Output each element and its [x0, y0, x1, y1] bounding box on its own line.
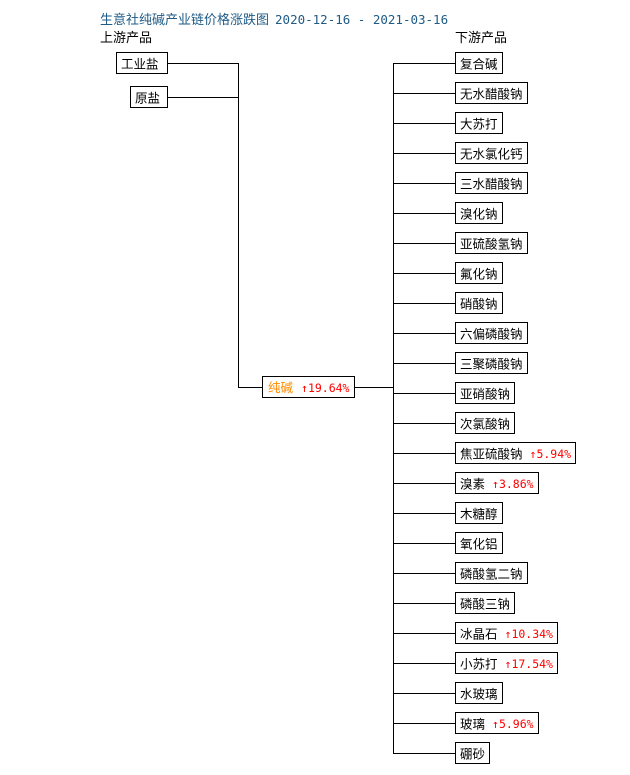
product-name: 无水醋酸钠	[460, 86, 523, 102]
connector-line	[393, 183, 455, 184]
product-name: 硼砂	[460, 746, 486, 762]
downstream-node-9[interactable]: 硝酸钠	[455, 292, 503, 314]
product-name: 原盐	[135, 90, 161, 106]
connector-line	[355, 387, 393, 388]
connector-line	[393, 153, 455, 154]
product-name: 氟化钠	[460, 266, 498, 282]
product-name: 三水醋酸钠	[460, 176, 523, 192]
product-name: 溴素	[460, 476, 486, 492]
price-change-badge: ↑5.96%	[492, 717, 534, 731]
downstream-node-18[interactable]: 磷酸氢二钠	[455, 562, 528, 584]
product-name: 三聚磷酸钠	[460, 356, 523, 372]
page-title: 生意社纯碱产业链价格涨跌图 2020-12-16 - 2021-03-16	[100, 9, 448, 28]
downstream-node-8[interactable]: 氟化钠	[455, 262, 503, 284]
product-name: 木糖醇	[460, 506, 498, 522]
product-name: 玻璃	[460, 716, 486, 732]
connector-line	[393, 123, 455, 124]
downstream-node-10[interactable]: 六偏磷酸钠	[455, 322, 528, 344]
connector-line	[393, 513, 455, 514]
connector-line	[393, 243, 455, 244]
price-change-badge: ↑17.54%	[504, 657, 553, 671]
downstream-node-24[interactable]: 硼砂	[455, 742, 491, 764]
price-change-badge: ↑5.94%	[529, 447, 572, 461]
product-name: 大苏打	[460, 116, 498, 132]
product-name: 亚硫酸氢钠	[460, 236, 523, 252]
upstream-node-1[interactable]: 工业盐	[116, 52, 168, 74]
downstream-node-14[interactable]: 焦亚硫酸钠 ↑5.94%	[455, 442, 577, 464]
downstream-node-6[interactable]: 溴化钠	[455, 202, 503, 224]
product-name: 氧化铝	[460, 536, 498, 552]
connector-line	[393, 663, 455, 664]
product-name: 冰晶石	[460, 626, 498, 642]
price-change-badge: ↑10.34%	[504, 627, 553, 641]
connector-line	[393, 423, 455, 424]
downstream-node-5[interactable]: 三水醋酸钠	[455, 172, 528, 194]
connector-line	[393, 543, 455, 544]
downstream-node-22[interactable]: 水玻璃	[455, 682, 503, 704]
connector-line	[393, 333, 455, 334]
downstream-node-2[interactable]: 无水醋酸钠	[455, 82, 528, 104]
connector-line	[393, 753, 455, 754]
downstream-node-4[interactable]: 无水氯化钙	[455, 142, 528, 164]
connector-line	[393, 693, 455, 694]
downstream-node-1[interactable]: 复合碱	[455, 52, 503, 74]
downstream-node-17[interactable]: 氧化铝	[455, 532, 503, 554]
connector-line	[393, 363, 455, 364]
connector-line	[393, 573, 455, 574]
product-name: 小苏打	[460, 656, 498, 672]
product-name: 溴化钠	[460, 206, 498, 222]
connector-line	[168, 97, 238, 98]
product-name: 硝酸钠	[460, 296, 498, 312]
connector-line	[393, 273, 455, 274]
product-name: 磷酸三钠	[460, 596, 511, 612]
product-name: 工业盐	[121, 56, 159, 72]
connector-line	[393, 723, 455, 724]
connector-line	[393, 393, 455, 394]
product-name: 焦亚硫酸钠	[460, 446, 523, 462]
upstream-node-2[interactable]: 原盐	[130, 86, 168, 108]
connector-line	[393, 603, 455, 604]
title-date-range: 2020-12-16 - 2021-03-16	[275, 12, 449, 27]
connector-line	[393, 483, 455, 484]
downstream-node-7[interactable]: 亚硫酸氢钠	[455, 232, 528, 254]
connector-line	[168, 63, 238, 64]
price-change-badge: ↑19.64%	[301, 381, 350, 395]
downstream-node-15[interactable]: 溴素 ↑3.86%	[455, 472, 539, 494]
product-name: 纯碱	[268, 380, 294, 395]
product-name: 次氯酸钠	[460, 416, 511, 432]
product-name: 水玻璃	[460, 686, 498, 702]
connector-line	[393, 303, 455, 304]
connector-line	[393, 213, 455, 214]
downstream-node-23[interactable]: 玻璃 ↑5.96%	[455, 712, 539, 734]
connector-line	[393, 633, 455, 634]
connector-line	[238, 63, 239, 387]
connector-line	[393, 93, 455, 94]
connector-line	[393, 63, 394, 753]
title-text: 生意社纯碱产业链价格涨跌图	[100, 13, 270, 28]
product-name: 无水氯化钙	[460, 146, 523, 162]
downstream-node-11[interactable]: 三聚磷酸钠	[455, 352, 528, 374]
product-name: 六偏磷酸钠	[460, 326, 523, 342]
upstream-column-header: 上游产品	[100, 31, 153, 46]
downstream-node-3[interactable]: 大苏打	[455, 112, 503, 134]
product-name: 复合碱	[460, 56, 498, 72]
product-name: 磷酸氢二钠	[460, 566, 523, 582]
connector-line	[393, 453, 455, 454]
connector-line	[238, 387, 262, 388]
center-node-soda-ash[interactable]: 纯碱 ↑19.64%	[262, 376, 356, 398]
downstream-node-20[interactable]: 冰晶石 ↑10.34%	[455, 622, 558, 644]
downstream-node-19[interactable]: 磷酸三钠	[455, 592, 516, 614]
downstream-node-12[interactable]: 亚硝酸钠	[455, 382, 516, 404]
product-name: 亚硝酸钠	[460, 386, 511, 402]
downstream-column-header: 下游产品	[455, 31, 508, 46]
downstream-node-16[interactable]: 木糖醇	[455, 502, 503, 524]
downstream-node-13[interactable]: 次氯酸钠	[455, 412, 516, 434]
price-change-badge: ↑3.86%	[492, 477, 534, 491]
downstream-node-21[interactable]: 小苏打 ↑17.54%	[455, 652, 558, 674]
connector-line	[393, 63, 455, 64]
